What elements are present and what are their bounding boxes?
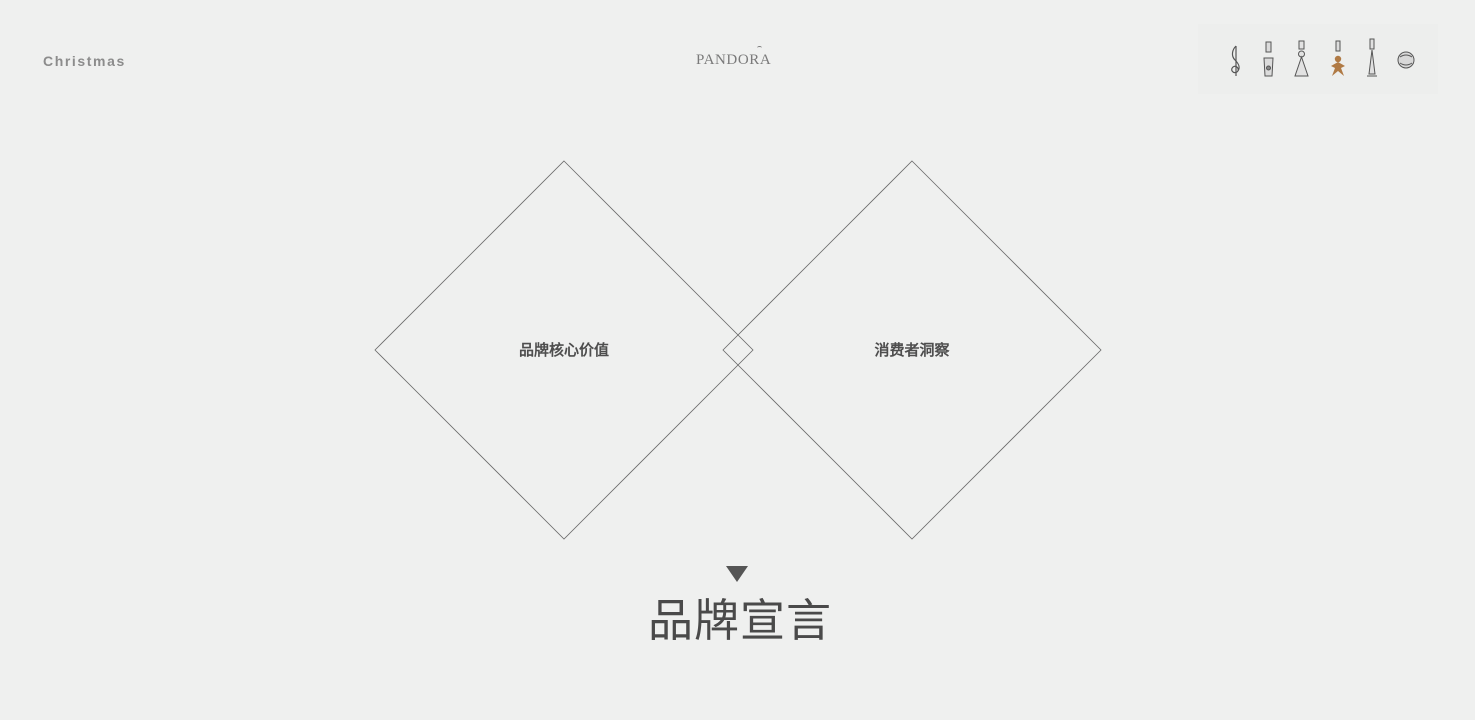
brand-manifesto-title: 品牌宣言: [647, 594, 832, 647]
charms-illustration: [1231, 38, 1415, 77]
consumer-insight-label: 消费者洞察: [874, 341, 950, 359]
left-diamond: [374, 160, 754, 540]
section-label: Christmas: [43, 53, 126, 69]
down-triangle-icon: [726, 566, 748, 582]
treble-clef-charm-icon: [1231, 45, 1240, 76]
round-bead-charm-icon: [1397, 51, 1415, 69]
logo-crown-mark: [757, 46, 762, 50]
gingerbread-man-charm-icon: [1331, 40, 1345, 76]
right-diamond: [722, 160, 1102, 540]
pandora-logo: PANDORA: [696, 52, 772, 68]
padlock-charm-icon: [1263, 41, 1274, 77]
charms-image: [1198, 24, 1438, 94]
eiffel-tower-charm-icon: [1367, 38, 1377, 77]
brand-core-value-label: 品牌核心价值: [518, 341, 609, 359]
christmas-tree-charm-icon: [1294, 40, 1309, 77]
